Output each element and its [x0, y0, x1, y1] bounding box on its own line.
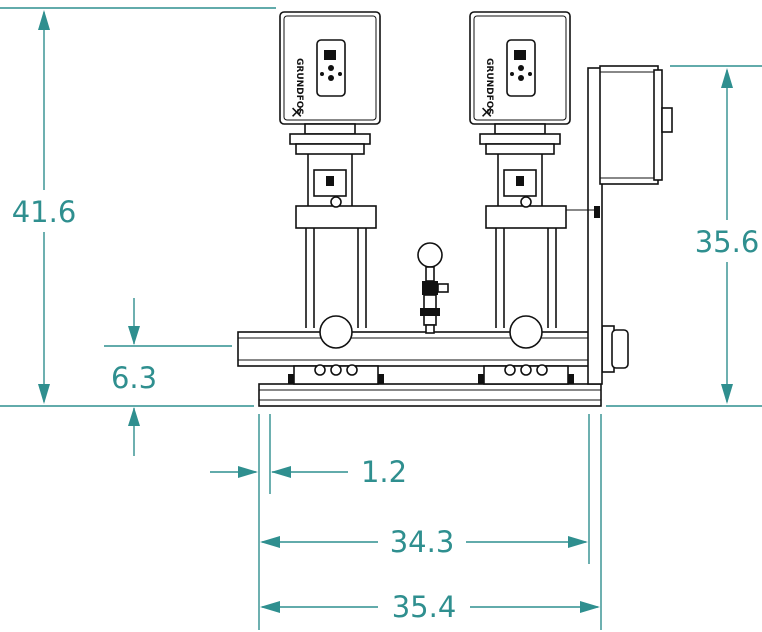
dimension-base-offset: 1.2 [210, 455, 407, 489]
svg-text:GRUNDFOS: GRUNDFOS [484, 58, 494, 115]
dimensions: 41.6 35.6 6.3 [0, 7, 762, 630]
base-offset-label: 1.2 [361, 455, 407, 489]
dimension-pipe-height: 6.3 [104, 298, 232, 456]
dimension-frame-width: 34.3 [260, 525, 588, 559]
pressure-gauge [417, 242, 449, 334]
panel-height-label: 35.6 [695, 225, 760, 259]
frame-width-label: 34.3 [390, 525, 455, 559]
dimension-overall-width: 35.4 [260, 590, 600, 624]
overall-height-label: 41.6 [12, 195, 77, 229]
svg-text:✕: ✕ [480, 103, 493, 122]
svg-text:GRUNDFOS: GRUNDFOS [294, 58, 304, 115]
dimension-panel-height: 35.6 [606, 65, 762, 407]
equipment-drawing: GRUNDFOS ✕ [237, 11, 673, 407]
pump-2: GRUNDFOS ✕ [469, 11, 574, 385]
svg-text:✕: ✕ [290, 103, 303, 122]
control-panel [566, 65, 673, 385]
overall-width-label: 35.4 [392, 590, 457, 624]
base-skid [258, 383, 602, 407]
pump-1: GRUNDFOS ✕ [279, 11, 384, 385]
dimension-overall-height: 41.6 [0, 7, 276, 407]
pipe-height-label: 6.3 [111, 361, 157, 395]
header-pipe [237, 325, 629, 373]
